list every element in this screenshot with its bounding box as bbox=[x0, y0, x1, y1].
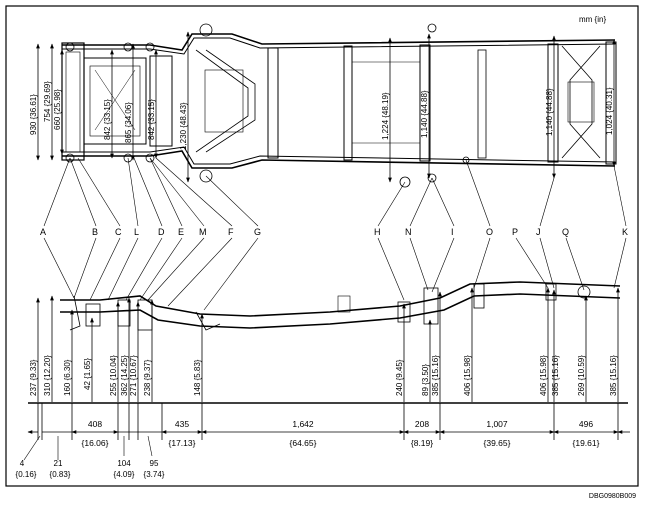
letter-l: L bbox=[134, 227, 139, 237]
letter-e: E bbox=[178, 227, 184, 237]
diagram-border bbox=[5, 5, 639, 487]
length-ticks bbox=[37, 403, 619, 440]
dim-label: {3.74} bbox=[144, 470, 165, 479]
letter-g: G bbox=[254, 227, 261, 237]
dim-label: {39.65} bbox=[484, 438, 511, 448]
letter-k: K bbox=[622, 227, 628, 237]
dim-label: 42 {1.65} bbox=[83, 358, 92, 390]
dim-label: 160 {6.30} bbox=[63, 359, 72, 396]
dim-label: 104 bbox=[117, 459, 131, 468]
letter-i: I bbox=[451, 227, 454, 237]
height-dimension-lines bbox=[36, 287, 620, 402]
dim-label: 385 {15.16} bbox=[551, 355, 560, 396]
dim-label: 271 {10.67} bbox=[129, 355, 138, 396]
letter-d: D bbox=[158, 227, 165, 237]
dim-label: {0.83} bbox=[50, 470, 71, 479]
dim-label: 406 {15.98} bbox=[539, 355, 548, 396]
dim-label: 255 {10.04} bbox=[109, 355, 118, 396]
letter-labels: A B C L D E M F G H N I O P J Q K bbox=[40, 227, 628, 237]
dim-label: 842 {33.15} bbox=[147, 99, 156, 140]
width-dimension-lines bbox=[36, 31, 616, 183]
unit-label: mm {in} bbox=[579, 15, 606, 24]
letter-f: F bbox=[228, 227, 234, 237]
letter-b: B bbox=[92, 227, 98, 237]
frame-top-view bbox=[61, 23, 617, 188]
dim-label: 4 bbox=[20, 459, 25, 468]
dim-label: 496 bbox=[579, 419, 593, 429]
dim-label: 89 {3.50} bbox=[421, 364, 430, 396]
dim-label: 362 {14.25} bbox=[120, 355, 129, 396]
dim-label: 1,007 bbox=[486, 419, 508, 429]
small-offset-leaders bbox=[23, 435, 153, 461]
letter-h: H bbox=[374, 227, 381, 237]
dim-label: 1,140 {44.88} bbox=[545, 88, 554, 136]
letter-q: Q bbox=[562, 227, 569, 237]
dim-label: 385 {15.16} bbox=[431, 355, 440, 396]
dim-label: 208 bbox=[415, 419, 429, 429]
letter-n: N bbox=[405, 227, 412, 237]
dim-label: 1,140 {44.88} bbox=[420, 90, 429, 138]
dim-label: 1,230 {48.43} bbox=[179, 102, 188, 150]
dim-label: 148 {5.83} bbox=[193, 359, 202, 396]
letter-j: J bbox=[536, 227, 541, 237]
dim-label: 408 bbox=[88, 419, 102, 429]
length-labels: 408 {16.06} 435 {17.13} 1,642 {64.65} 20… bbox=[82, 419, 600, 448]
dim-label: {17.13} bbox=[169, 438, 196, 448]
dim-label: 21 bbox=[54, 459, 63, 468]
dim-label: 435 bbox=[175, 419, 189, 429]
dim-label: 269 {10.59} bbox=[577, 355, 586, 396]
dim-label: 237 {9.33} bbox=[29, 359, 38, 396]
height-dimension-labels: 237 {9.33} 310 {12.20} 160 {6.30} 42 {1.… bbox=[29, 355, 618, 396]
dim-label: 754 {29.69} bbox=[43, 81, 52, 122]
dim-label: {8.19} bbox=[411, 438, 433, 448]
dim-label: {16.06} bbox=[82, 438, 109, 448]
dim-label: 930 {36.61} bbox=[29, 94, 38, 135]
dim-label: 95 bbox=[150, 459, 159, 468]
letter-p: P bbox=[512, 227, 518, 237]
dim-label: 385 {15.16} bbox=[609, 355, 618, 396]
dim-label: {19.61} bbox=[573, 438, 600, 448]
width-dimension-labels: 930 {36.61} 754 {29.69} 660 {25.98} 842 … bbox=[29, 81, 614, 150]
dim-label: 1,642 bbox=[292, 419, 314, 429]
dim-label: 1,224 {48.19} bbox=[381, 92, 390, 140]
letter-leader-lines bbox=[43, 157, 627, 311]
dim-label: 240 {9.45} bbox=[395, 359, 404, 396]
dim-label: 842 {33.15} bbox=[103, 99, 112, 140]
dim-label: {64.65} bbox=[290, 438, 317, 448]
dim-label: 660 {25.98} bbox=[53, 89, 62, 130]
letter-m: M bbox=[199, 227, 207, 237]
dim-label: {0.16} bbox=[16, 470, 37, 479]
small-offset-labels: 4 {0.16} 21 {0.83} 104 {4.09} 95 {3.74} bbox=[16, 459, 165, 479]
letter-o: O bbox=[486, 227, 493, 237]
dim-label: 406 {15.98} bbox=[463, 355, 472, 396]
letter-a: A bbox=[40, 227, 46, 237]
dim-label: 310 {12.20} bbox=[43, 355, 52, 396]
dim-label: 238 {9.37} bbox=[143, 359, 152, 396]
figure-code: DBG0980B009 bbox=[589, 493, 636, 500]
dim-label: 1,024 {40.31} bbox=[605, 87, 614, 135]
dim-label: 865 {34.06} bbox=[124, 102, 133, 143]
frame-side-view bbox=[60, 281, 621, 331]
dim-label: {4.09} bbox=[114, 470, 135, 479]
letter-c: C bbox=[115, 227, 122, 237]
